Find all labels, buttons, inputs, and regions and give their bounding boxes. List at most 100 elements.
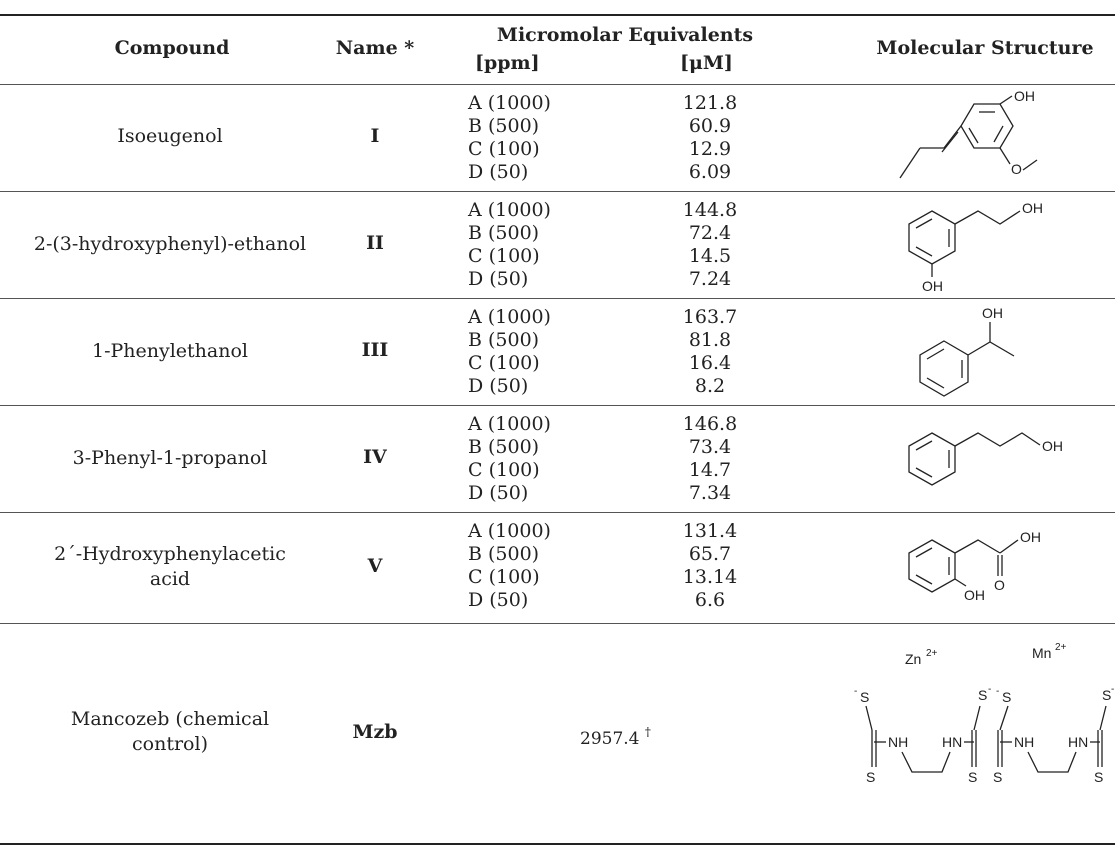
ppm-value: C (100): [468, 459, 540, 481]
compound-code: I: [370, 125, 380, 147]
oh-label: OH: [982, 305, 1003, 321]
compound-code: IV: [363, 446, 387, 468]
o-label: O: [994, 577, 1005, 593]
ppm-value: D (50): [468, 589, 529, 611]
mn-label: Mn: [1032, 645, 1051, 661]
header-rule: [0, 84, 1115, 85]
compound-code: II: [366, 232, 384, 254]
mn-charge: 2+: [1055, 642, 1067, 653]
ppm-value: D (50): [468, 482, 529, 504]
ppm-value: C (100): [468, 245, 540, 267]
row-rule-2: [0, 298, 1115, 299]
header-structure: Molecular Structure: [876, 37, 1094, 59]
header-ppm: [ppm]: [475, 52, 540, 74]
compound-name: Isoeugenol: [117, 125, 223, 147]
s-label: S: [1094, 769, 1103, 785]
row-rule-5: [0, 623, 1115, 624]
um-value: 12.9: [688, 138, 732, 160]
s-charge: -: [996, 686, 999, 697]
um-value: 16.4: [688, 352, 732, 374]
ppm-value: B (500): [468, 543, 540, 565]
um-value: 7.24: [688, 268, 732, 290]
oh-label: OH: [964, 587, 985, 603]
row-rule-4: [0, 512, 1115, 513]
ppm-value: A (1000): [468, 199, 551, 221]
header-micromolar: Micromolar Equivalents: [496, 24, 754, 46]
um-value: 65.7: [688, 543, 732, 565]
oh-label: OH: [1022, 200, 1043, 216]
um-value: 14.5: [688, 245, 732, 267]
mancozeb-value-number: 2957.4: [580, 729, 640, 749]
zn-charge: 2+: [926, 648, 938, 659]
oh-label: OH: [1020, 529, 1041, 545]
ppm-value: B (500): [468, 115, 540, 137]
compound-name: 2-(3-hydroxyphenyl)-ethanol: [33, 233, 307, 255]
ppm-value: B (500): [468, 436, 540, 458]
um-value: 13.14: [682, 566, 738, 588]
um-value: 73.4: [688, 436, 732, 458]
ppm-value: C (100): [468, 352, 540, 374]
mancozeb-structure: Zn 2+ Mn 2+ S - S NH HN S - S S - S NH H…: [854, 642, 1114, 785]
s-label: S: [968, 769, 977, 785]
ppm-value: D (50): [468, 161, 529, 183]
s-charge: -: [854, 686, 857, 697]
oh-label: OH: [922, 278, 943, 294]
um-value: 131.4: [682, 520, 738, 542]
compound-name-line-1: 2´-Hydroxyphenylacetic: [54, 543, 286, 565]
zn-label: Zn: [905, 651, 921, 667]
dagger-mark: †: [644, 725, 651, 739]
um-value: 8.2: [694, 375, 726, 397]
compound-name: 2´-Hydroxyphenylacetic acid: [0, 542, 340, 592]
compound-code: III: [361, 339, 389, 361]
compound-name-line-2: acid: [149, 568, 191, 590]
compound-name-line-1: Mancozeb (chemical: [70, 708, 270, 730]
um-value: 72.4: [688, 222, 732, 244]
phenylpropanol-structure: OH: [908, 432, 1063, 486]
s-label: S: [1102, 687, 1111, 703]
header-name: Name *: [335, 37, 415, 59]
s-label: S: [1002, 689, 1011, 705]
s-charge: -: [988, 684, 991, 695]
isoeugenol-structure: OH O: [899, 88, 1038, 179]
row-rule-1: [0, 191, 1115, 192]
um-value: 60.9: [688, 115, 732, 137]
compound-code: V: [367, 555, 383, 577]
um-value: 121.8: [682, 92, 738, 114]
hydroxyphenylacetic-acid-structure: OH O OH: [908, 529, 1041, 603]
um-value: 6.6: [694, 589, 726, 611]
compound-code: Mzb: [352, 721, 398, 743]
o-label: O: [1011, 161, 1022, 177]
compound-name: 1-Phenylethanol: [91, 340, 249, 362]
s-label: S: [993, 769, 1002, 785]
ppm-value: D (50): [468, 375, 529, 397]
ppm-value: C (100): [468, 138, 540, 160]
ppm-value: A (1000): [468, 92, 551, 114]
s-charge: -: [1111, 684, 1114, 695]
top-rule: [0, 14, 1115, 16]
compound-name: Mancozeb (chemical control): [0, 707, 340, 757]
bottom-rule: [0, 843, 1115, 845]
um-value: 163.7: [682, 306, 738, 328]
hn-label: HN: [942, 734, 962, 750]
nh-label: NH: [888, 734, 908, 750]
ppm-value: C (100): [468, 566, 540, 588]
um-value: 14.7: [688, 459, 732, 481]
hn-label: HN: [1068, 734, 1088, 750]
header-um: [μM]: [680, 52, 733, 74]
mancozeb-value: 2957.4 †: [580, 721, 651, 750]
ppm-value: A (1000): [468, 306, 551, 328]
compound-name: 3-Phenyl-1-propanol: [72, 447, 268, 469]
um-value: 81.8: [688, 329, 732, 351]
s-label: S: [978, 687, 987, 703]
hydroxyphenylethanol-structure: OH OH: [908, 200, 1043, 294]
oh-label: OH: [1014, 88, 1035, 104]
phenylethanol-structure: OH: [919, 305, 1015, 397]
ppm-value: D (50): [468, 268, 529, 290]
s-label: S: [860, 689, 869, 705]
s-label: S: [866, 769, 875, 785]
ppm-value: A (1000): [468, 413, 551, 435]
row-rule-3: [0, 405, 1115, 406]
ppm-value: B (500): [468, 329, 540, 351]
ppm-value: B (500): [468, 222, 540, 244]
